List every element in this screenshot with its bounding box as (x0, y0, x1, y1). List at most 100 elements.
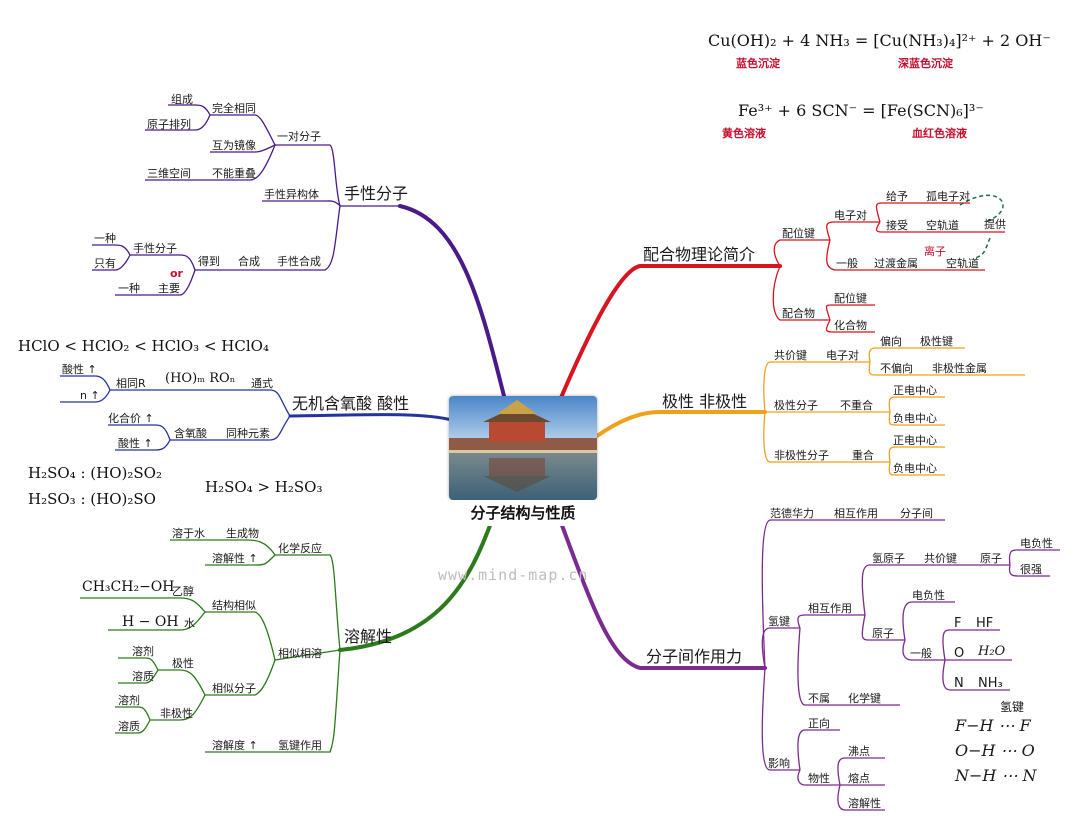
chiral-synth: 合成 (238, 255, 260, 268)
inter-between: 分子间 (900, 507, 933, 520)
polar-electron-pair: 电子对 (826, 349, 859, 362)
inter-atom-2: 原子 (872, 627, 894, 640)
complex-electron-pair: 电子对 (834, 209, 867, 222)
acid-n-up: n ↑ (80, 389, 100, 402)
inter-eneg-2: 电负性 (912, 589, 945, 602)
polar-not-coincide: 不重合 (840, 399, 873, 412)
inter-effect: 影响 (768, 757, 790, 770)
polar-title: 极性 非极性 (662, 392, 748, 411)
acid-title: 无机含氧酸 酸性 (292, 394, 410, 413)
polar-coincide: 重合 (852, 449, 874, 462)
complex-ion: 离子 (924, 245, 946, 258)
hbond-notation-label: 氢键 (1000, 700, 1025, 714)
dissolve-title: 溶解性 (344, 627, 393, 646)
dissolve-solubility-up: 溶解性 ↑ (212, 552, 258, 565)
inter-solubility: 溶解性 (848, 797, 881, 810)
polar-pos-center-1: 正电中心 (893, 384, 937, 397)
inter-hf: HF (976, 616, 994, 631)
dissolve-solvent-2: 溶剂 (118, 694, 140, 707)
inter-interaction-2: 相互作用 (808, 602, 852, 615)
chiral-space-3d: 三维空间 (147, 167, 191, 180)
chiral-obtain: 得到 (198, 255, 220, 268)
acid-general: 通式 (251, 377, 273, 390)
dissolve-solvent-1: 溶剂 (132, 645, 154, 658)
chiral-kind-1: 一种 (94, 232, 116, 245)
dissolve-similar-mol: 相似分子 (212, 682, 256, 695)
complex-accept: 接受 (886, 219, 908, 232)
branch-acid (288, 413, 454, 422)
inter-physical: 物性 (808, 772, 830, 785)
polar-nonpolar-bond: 非极性金属 (932, 362, 987, 375)
inter-atom: 原子 (980, 552, 1002, 565)
complex-compound: 配合物 (782, 307, 815, 320)
center-topic: 分子结构与性质 (449, 500, 597, 526)
chiral-composition: 组成 (171, 93, 193, 106)
equation-cu-note-1: 蓝色沉淀 (736, 57, 780, 70)
branch-chiral (398, 204, 507, 402)
dissolve-solubility-degree: 溶解度 ↑ (212, 739, 258, 752)
equation-fe-note-2: 血红色溶液 (912, 127, 967, 140)
inter-title: 分子间作用力 (646, 647, 743, 666)
branch-complex (558, 264, 782, 402)
inter-nh3: NH₃ (978, 676, 1003, 691)
chiral-synthesis: 手性合成 (277, 255, 321, 268)
dissolve-solute-2: 溶质 (118, 720, 140, 733)
chiral-isomer: 手性异构体 (264, 188, 319, 201)
inter-very-strong: 很强 (1020, 563, 1042, 576)
hbond-nhn: N−H ⋯ N (955, 766, 1037, 785)
inter-not-belong: 不属 (808, 692, 830, 705)
complex-coord-bond: 配位键 (782, 227, 815, 240)
polar-polar-mol: 极性分子 (774, 399, 818, 412)
hbond-fhf: F−H ⋯ F (955, 716, 1031, 735)
acid-acidity-up-2: 酸性 ↑ (118, 437, 153, 450)
chiral-only: 只有 (94, 257, 116, 270)
chiral-main: 主要 (158, 282, 180, 295)
complex-coord-bond-2: 配位键 (834, 292, 867, 305)
polar-covalent: 共价键 (774, 349, 807, 362)
inter-boiling: 沸点 (848, 745, 870, 758)
inter-general: 一般 (910, 647, 932, 660)
inter-n: N (954, 676, 964, 691)
inter-h2o: H₂O (978, 644, 1006, 659)
complex-give: 给予 (886, 190, 908, 203)
inter-interaction: 相互作用 (834, 507, 878, 520)
branch-polar (595, 410, 767, 438)
inter-eneg: 电负性 (1020, 537, 1053, 550)
acid-acidity-up: 酸性 ↑ (62, 363, 97, 376)
acid-same-element: 同种元素 (226, 427, 270, 440)
dissolve-polar: 极性 (172, 657, 194, 670)
dissolve-like-dissolve: 相似相溶 (278, 647, 322, 660)
polar-polar-bond: 极性键 (920, 335, 953, 348)
inter-positive: 正向 (808, 717, 830, 730)
dissolve-with-water: 溶于水 (172, 527, 205, 540)
complex-title: 配合物理论简介 (643, 245, 756, 264)
chiral-mirror: 互为镜像 (212, 139, 256, 152)
inter-vdw: 范德华力 (770, 507, 814, 520)
acid-oxy-acid: 含氧酸 (174, 427, 207, 440)
acid-formula: (HO)ₘ ROₙ (165, 371, 236, 386)
inter-cov-bond: 共价键 (924, 552, 957, 565)
chiral-kind-2: 一种 (118, 282, 140, 295)
chiral-identical: 完全相同 (212, 102, 256, 115)
watermark: www.mind-map.cn (438, 566, 589, 584)
dissolve-water: 水 (184, 617, 195, 630)
chiral-arrangement: 原子排列 (147, 118, 191, 131)
complex-transition-metal: 过渡金属 (874, 257, 918, 270)
dissolve-product: 生成物 (226, 527, 259, 540)
complex-lone-pair: 孤电子对 (926, 190, 970, 203)
complex-provide: 提供 (984, 218, 1006, 231)
dissolve-struct-similar: 结构相似 (212, 599, 256, 612)
polar-no-bias: 不偏向 (880, 362, 913, 375)
equation-h2so3-form: H₂SO₃ : (HO)₂SO (28, 490, 156, 508)
chiral-molecule: 手性分子 (133, 242, 177, 255)
complex-compound-2: 化合物 (834, 319, 867, 332)
polar-pos-center-2: 正电中心 (893, 434, 937, 447)
dissolve-chem-react: 化学反应 (278, 542, 322, 555)
equation-hoh: H − OH (122, 614, 179, 630)
branch-dissolve (338, 518, 494, 652)
equation-h2so4-form: H₂SO₄ : (HO)₂SO₂ (28, 464, 162, 482)
equation-fe-note-1: 黄色溶液 (722, 127, 766, 140)
center-photo (449, 396, 597, 500)
